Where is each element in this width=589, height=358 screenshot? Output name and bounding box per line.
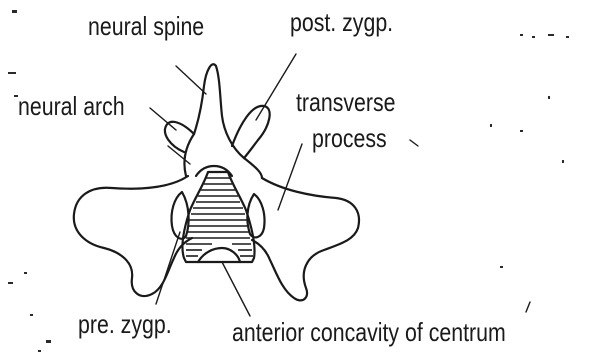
label-transverse: transverse [296, 88, 396, 116]
left-transverse-process [74, 176, 192, 296]
neural-spine-outline [184, 64, 262, 178]
centrum-hatching [186, 178, 253, 256]
leader-neural-spine [176, 66, 206, 94]
leader-lines [150, 54, 302, 316]
leader-neural-arch [150, 108, 176, 130]
label-pre-zygapophysis: pre. zygp. [78, 310, 172, 338]
right-transverse-process [252, 178, 359, 300]
anterior-concavity [198, 248, 240, 262]
leader-transverse-process [278, 144, 302, 210]
label-post-zygapophysis: post. zygp. [290, 8, 393, 36]
right-pre-zygapophysis [247, 194, 264, 237]
leader-pre-zygp [156, 232, 180, 304]
label-neural-arch: neural arch [18, 92, 125, 120]
leader-anterior-concavity [222, 262, 250, 316]
label-anterior-concavity: anterior concavity of centrum [232, 318, 506, 346]
label-process: process [312, 124, 387, 152]
leader-post-zygp [256, 54, 296, 120]
label-neural-spine: neural spine [88, 12, 204, 40]
